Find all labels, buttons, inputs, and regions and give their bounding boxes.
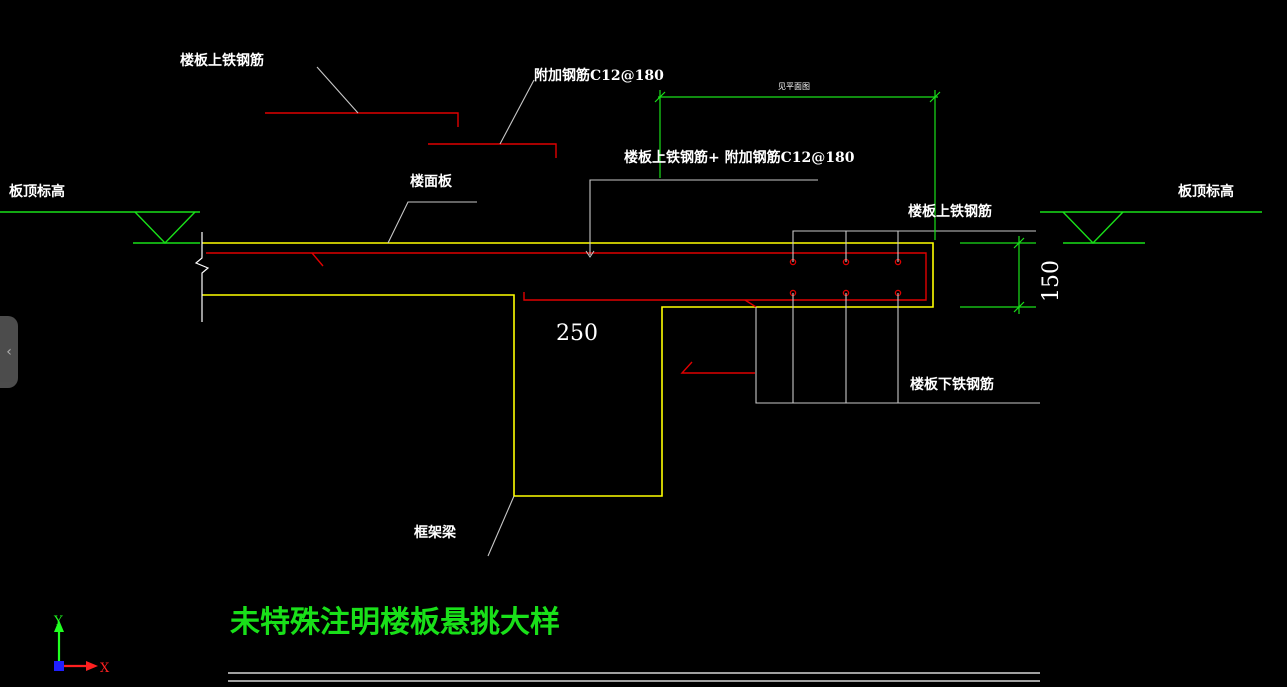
label-slab-bottom-rebar: 楼板下铁钢筋 bbox=[910, 376, 994, 393]
axis-y-label: Y bbox=[53, 614, 63, 629]
leader-lines bbox=[316, 66, 1040, 557]
dimension-lines bbox=[654, 90, 1036, 314]
label-slab-top-rebar-upper: 楼板上铁钢筋 bbox=[180, 52, 264, 69]
slab-top-rebar-hook bbox=[311, 252, 324, 267]
rebar-dots bbox=[789, 258, 902, 297]
title-underline bbox=[228, 672, 1040, 682]
leader-floor-slab bbox=[387, 201, 477, 244]
label-slab-top-rebar-right: 楼板上铁钢筋 bbox=[908, 203, 992, 220]
span-dimension bbox=[658, 90, 938, 240]
leader-combined-rebar bbox=[589, 179, 818, 255]
bottom-rebar-hook bbox=[744, 299, 757, 308]
added-rebar-detail bbox=[428, 143, 557, 158]
concrete-outline bbox=[202, 242, 934, 497]
side-panel-toggle[interactable]: ‹ bbox=[0, 316, 18, 388]
elevation-markers bbox=[0, 211, 1262, 245]
leader-bottom-rebar-grid bbox=[755, 293, 1040, 404]
label-span-note: 见平面图 bbox=[778, 82, 810, 91]
label-combined-rebar: 楼板上铁钢筋+ 附加钢筋C12@180 bbox=[624, 149, 855, 166]
label-added-rebar: 附加钢筋C12@180 bbox=[534, 67, 664, 84]
triangle-elevation-icon bbox=[1040, 211, 1262, 245]
axis-x-label: X bbox=[100, 661, 110, 676]
leader-added-rebar bbox=[499, 79, 535, 145]
break-line bbox=[194, 232, 210, 322]
label-dim-250: 250 bbox=[556, 321, 598, 346]
label-slab-top-elev-left: 板顶标高 bbox=[9, 183, 65, 200]
beam-rebar-hook bbox=[680, 361, 755, 374]
leader-frame-beam bbox=[487, 495, 515, 557]
chevron-left-icon: ‹ bbox=[6, 344, 12, 360]
thickness-dimension bbox=[960, 236, 1036, 314]
annotation-text: 楼板上铁钢筋 附加钢筋C12@180 见平面图 楼板上铁钢筋+ 附加钢筋C12@… bbox=[9, 52, 1234, 541]
leader-arrow bbox=[585, 250, 595, 258]
label-frame-beam: 框架梁 bbox=[414, 524, 457, 541]
triangle-elevation-icon bbox=[0, 211, 200, 245]
leader-top-rebar-grid bbox=[792, 230, 1036, 262]
upper-rebar-detail bbox=[265, 112, 459, 127]
rebar-lines bbox=[206, 112, 927, 374]
label-slab-top-elev-right: 板顶标高 bbox=[1178, 183, 1234, 200]
label-floor-slab: 楼面板 bbox=[410, 173, 453, 190]
ucs-axis-icon: Y X bbox=[53, 614, 110, 676]
label-dim-150: 150 bbox=[1039, 260, 1064, 302]
slab-top-edge bbox=[202, 242, 934, 497]
slab-top-rebar-line bbox=[206, 252, 927, 301]
drawing-title: 未特殊注明楼板悬挑大样 bbox=[230, 605, 560, 640]
leader-upper-rebar bbox=[316, 66, 359, 114]
